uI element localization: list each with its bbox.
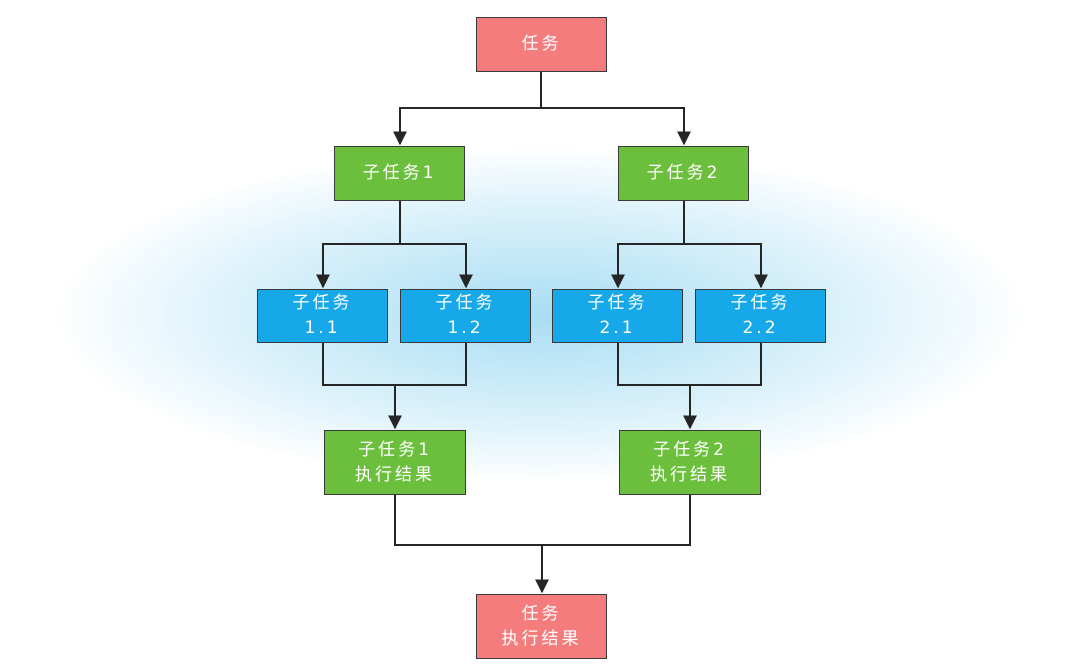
node-subtask-1-result-label: 执行结果 [355,464,435,485]
edge-sub2-sub21 [611,243,684,289]
edge-task-sub2 [541,107,691,146]
node-subtask-1-2-number: 1.2 [447,318,484,338]
edge-leaves1-join [322,343,467,386]
node-subtask-2-2-label: 子任务 [730,293,791,313]
node-subtask-1-1: 子任务 1.1 [257,289,388,343]
node-task-label: 任务 [521,34,562,54]
node-subtask-1-1-label: 子任务 [292,293,353,313]
node-subtask-2-1: 子任务 2.1 [552,289,683,343]
node-subtask-1-result-title: 子任务1 [358,439,432,460]
edge-sub2-sub22 [684,243,768,289]
node-subtask-1-2: 子任务 1.2 [400,289,531,343]
background-glow [60,150,1020,480]
node-subtask-1-2-label: 子任务 [435,293,496,313]
node-subtask-1-result: 子任务1 执行结果 [324,430,466,495]
edge-sub1-sub12 [400,243,473,289]
node-subtask-2-result-label: 执行结果 [650,464,730,485]
node-subtask-2-result: 子任务2 执行结果 [619,430,761,495]
node-subtask-1-label: 子任务1 [362,163,437,183]
node-task: 任务 [476,17,607,72]
node-task-result-label: 执行结果 [501,628,582,649]
edge-leaves2-join [617,343,762,386]
node-subtask-2-label: 子任务2 [646,163,721,183]
edge-sub1-sub11 [316,243,400,289]
node-subtask-2: 子任务2 [618,146,749,201]
node-subtask-2-result-title: 子任务2 [653,439,727,460]
edge-task-sub1 [393,107,541,146]
node-task-result: 任务 执行结果 [476,594,607,659]
node-subtask-2-2-number: 2.2 [742,318,779,338]
node-subtask-2-2: 子任务 2.2 [695,289,826,343]
edge-results-join [394,495,691,546]
node-subtask-2-1-label: 子任务 [587,293,648,313]
node-subtask-2-1-number: 2.1 [599,318,636,338]
node-task-result-title: 任务 [521,603,562,624]
node-subtask-1: 子任务1 [334,146,465,201]
node-subtask-1-1-number: 1.1 [304,318,341,338]
